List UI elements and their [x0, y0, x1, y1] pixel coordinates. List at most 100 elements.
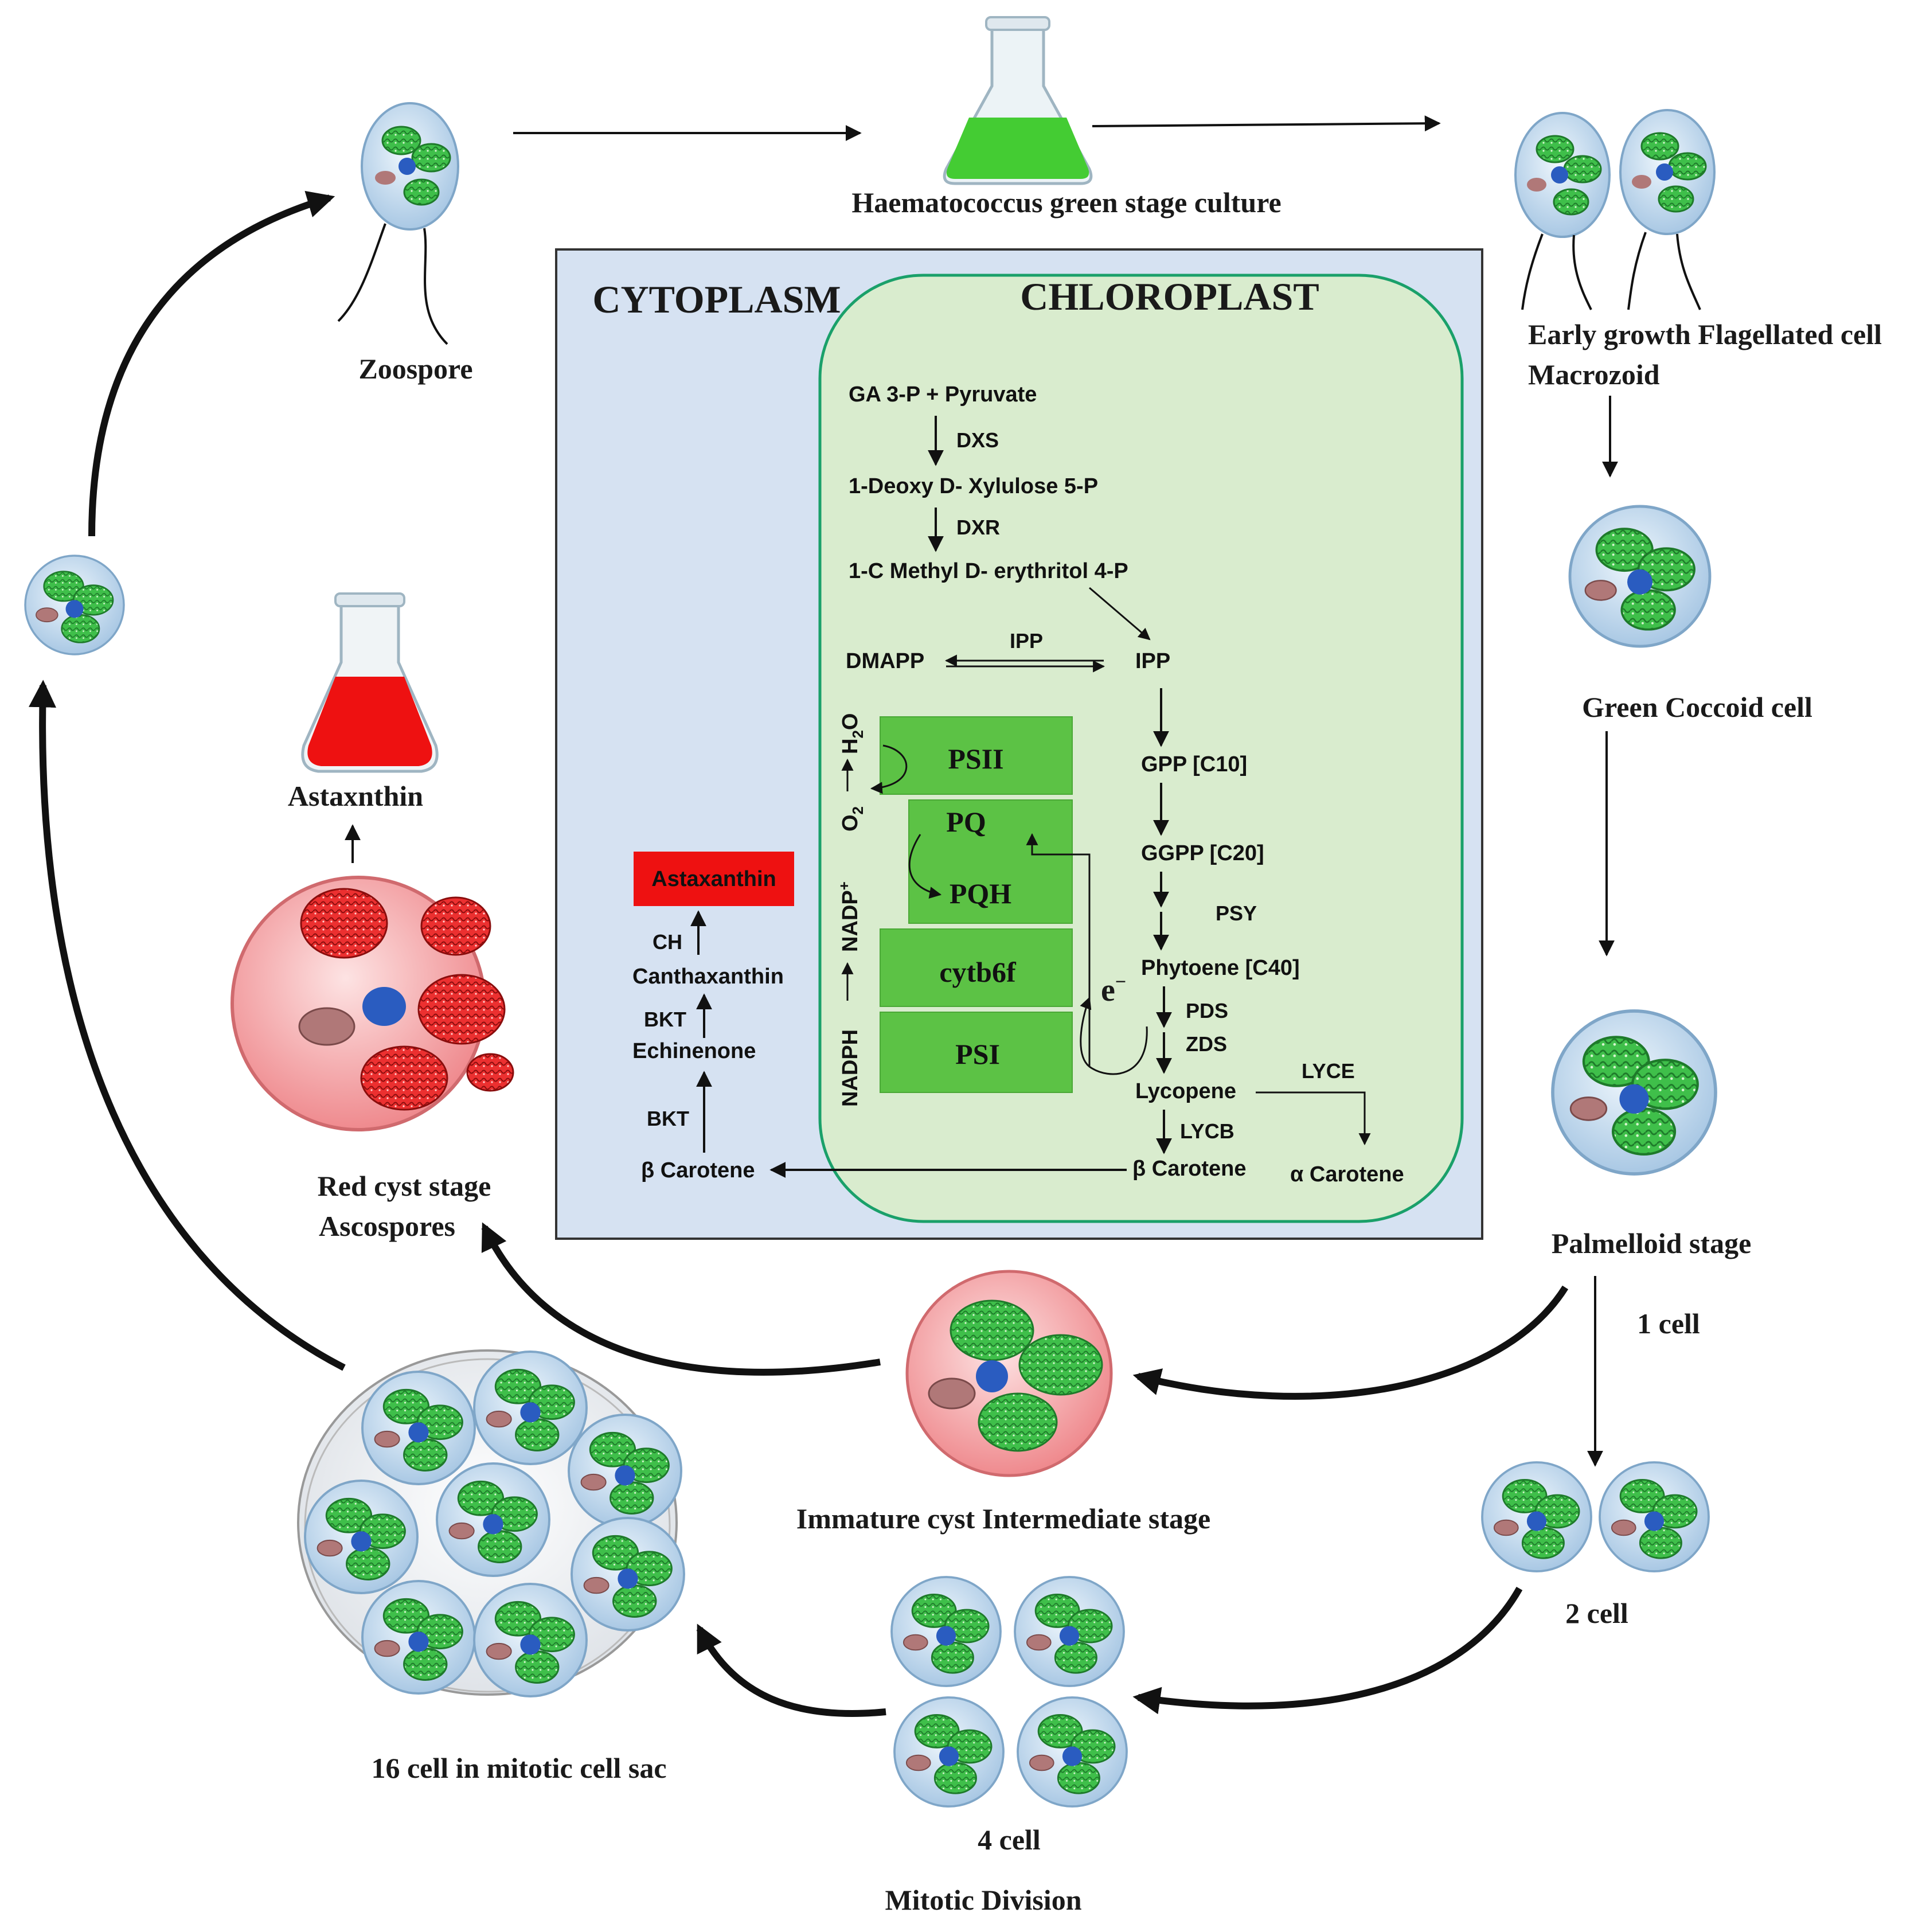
ggpp-node: GGPP [C20] — [1141, 841, 1264, 865]
bkt-enzyme-1: BKT — [647, 1107, 689, 1130]
zoospore-label: Zoospore — [358, 353, 472, 385]
nadp-label: NADP+ — [835, 881, 862, 952]
phytoene-node: Phytoene [C40] — [1141, 956, 1300, 980]
arrow-culture-to-flagellated — [1092, 115, 1441, 132]
lyce-enzyme: LYCE — [1302, 1059, 1355, 1083]
chloroplast-label: CHLOROPLAST — [1020, 275, 1319, 318]
ch-enzyme: CH — [653, 930, 682, 954]
echinenone-node: Echinenone — [632, 1039, 756, 1063]
flagellated-label-line2: Macrozoid — [1528, 358, 1660, 391]
astaxanthin-node: Astaxanthin — [651, 867, 776, 891]
pds-enzyme: PDS — [1186, 999, 1228, 1022]
svg-text:NADP+: NADP+ — [835, 881, 862, 952]
sixteen-cell-label: 16 cell in mitotic cell sac — [371, 1752, 666, 1784]
arrow-mep-ipp — [1089, 587, 1151, 641]
mep-node: 1-C Methyl D- erythritol 4-P — [849, 559, 1128, 583]
dxs-enzyme: DXS — [956, 428, 999, 452]
arrow-four-cell-to-sixteen-cell — [696, 1623, 886, 1717]
green-coccoid-cell — [1570, 506, 1710, 646]
arrow-water-splitting — [870, 744, 908, 794]
mitotic-division-label: Mitotic Division — [885, 1884, 1081, 1916]
arrow-two-cell-to-four-cell — [1132, 1587, 1523, 1715]
pqh-main: PQH — [950, 877, 1011, 910]
svg-text:O2: O2 — [838, 806, 866, 832]
cytb6f-complex — [880, 928, 1073, 1007]
psii-label: PSII — [948, 743, 1003, 775]
flagellated-cell-right — [1619, 109, 1716, 310]
zds-enzyme: ZDS — [1186, 1032, 1227, 1056]
dxp-node: 1-Deoxy D- Xylulose 5-P — [849, 474, 1098, 498]
o2-2: 2 — [849, 806, 866, 814]
arrow-palmelloid-to-immature-cyst — [1132, 1285, 1569, 1400]
astaxanthin-flask-icon — [301, 592, 439, 773]
ipp-node: IPP — [1135, 649, 1170, 673]
cytb6f-label: cytb6f — [939, 956, 1017, 988]
ipp-isomerase-label: IPP — [1010, 629, 1043, 653]
two-cell-right — [1599, 1461, 1710, 1572]
immature-cyst-cell — [905, 1270, 1113, 1477]
pq-pool-complex — [908, 799, 1073, 924]
h2o-label: H2O — [838, 713, 866, 754]
svg-text:H2O: H2O — [838, 713, 866, 754]
arrow-electron-to-pq — [1026, 833, 1091, 1067]
four-cell-label: 4 cell — [978, 1824, 1041, 1856]
green-coccoid-label: Green Coccoid cell — [1582, 691, 1812, 723]
palmelloid-label: Palmelloid stage — [1552, 1227, 1752, 1259]
beta-carotene-chloroplast-node: β Carotene — [1132, 1157, 1246, 1181]
ga3p-node: GA 3-P + Pyruvate — [849, 383, 1037, 407]
four-cell-1 — [890, 1576, 1002, 1687]
dxr-enzyme: DXR — [956, 516, 1000, 539]
arrow-small-cell-to-zoospore — [88, 190, 335, 537]
two-cell-left — [1481, 1461, 1592, 1572]
four-cell-3 — [893, 1696, 1005, 1808]
nadp-text: NADP — [838, 890, 862, 952]
astaxanthin-flask-label: Astaxnthin — [288, 780, 423, 812]
o2-o: O — [838, 814, 862, 832]
pq-label: PQ — [946, 806, 986, 838]
o2-label: O2 — [838, 806, 866, 832]
arrow-lycopene-alpha — [1256, 1091, 1371, 1146]
green-culture-flask-icon — [943, 16, 1093, 185]
arrow-pq-to-pqh — [908, 834, 942, 899]
immature-cyst-label: Immature cyst Intermediate stage — [796, 1502, 1211, 1535]
astaxanthin-box — [634, 852, 794, 906]
canthaxanthin-node: Canthaxanthin — [632, 965, 784, 989]
red-cyst-cell — [230, 876, 514, 1131]
palmelloid-cell — [1553, 1011, 1716, 1174]
electron-e: e — [1101, 973, 1115, 1008]
zoospore-cell — [337, 102, 459, 345]
flagellated-cell-left — [1514, 112, 1611, 310]
bkt-enzyme-2: BKT — [644, 1008, 686, 1031]
nadph-label: NADPH — [838, 1029, 862, 1107]
four-cell-2 — [1014, 1576, 1125, 1687]
electron-label: e− — [1101, 971, 1126, 1008]
dmapp-node: DMAPP — [846, 649, 924, 673]
two-cell-label: 2 cell — [1565, 1597, 1628, 1629]
one-cell-label: 1 cell — [1637, 1307, 1700, 1340]
h2o-o: O — [838, 713, 862, 731]
cytoplasm-label: CYTOPLASM — [592, 278, 841, 321]
sixteen-cell-sac — [297, 1349, 685, 1697]
nadph-text: NADPH — [838, 1029, 862, 1107]
h2o-h: H — [838, 739, 862, 754]
psi-complex — [880, 1012, 1073, 1093]
electron-cycle-curve — [1080, 997, 1148, 1075]
arrow-immature-to-red-cyst — [481, 1222, 881, 1376]
flagellated-label-line1: Early growth Flagellated cell — [1528, 318, 1882, 350]
red-cyst-label-line2: Ascospores — [319, 1210, 455, 1242]
h2o-2: 2 — [849, 730, 866, 738]
psii-complex — [880, 716, 1073, 795]
alpha-carotene-node: α Carotene — [1290, 1162, 1404, 1186]
gpp-node: GPP [C10] — [1141, 752, 1247, 776]
small-green-cell — [24, 555, 125, 655]
electron-minus: − — [1115, 971, 1126, 993]
psi-label: PSI — [955, 1038, 1000, 1070]
four-cell-4 — [1017, 1696, 1128, 1808]
pqh-label: PQH — [950, 877, 1011, 910]
beta-carotene-cytoplasm-node: β Carotene — [641, 1158, 755, 1182]
culture-label: Haematococcus green stage culture — [851, 186, 1281, 218]
nadp-plus: + — [835, 881, 853, 890]
lycopene-node: Lycopene — [1135, 1079, 1236, 1103]
lycb-enzyme: LYCB — [1180, 1119, 1234, 1143]
